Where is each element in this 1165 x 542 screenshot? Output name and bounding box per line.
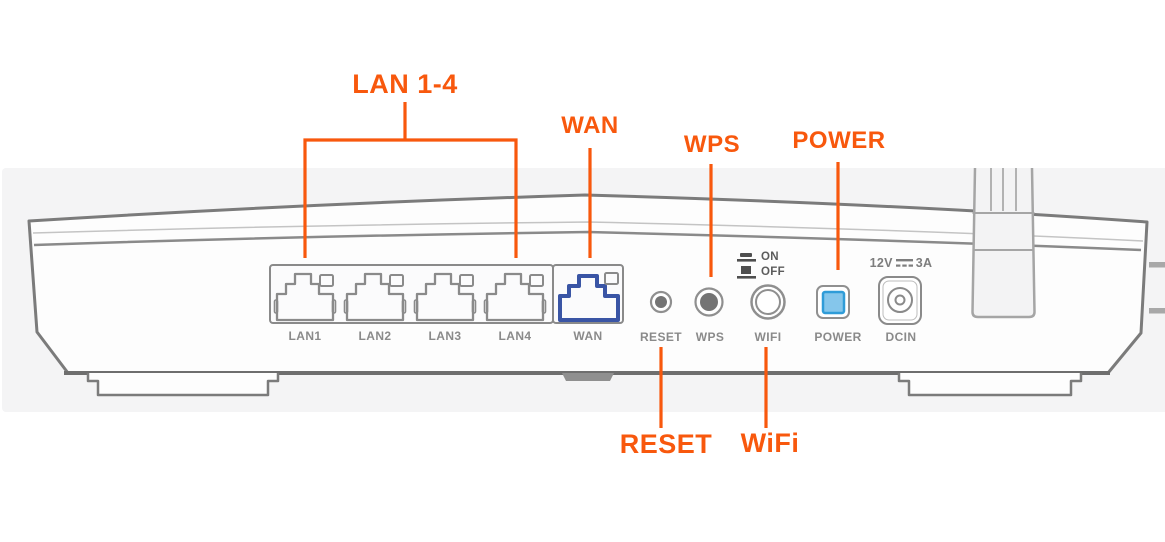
control-label-reset: RESET <box>639 330 683 344</box>
power-button <box>821 290 846 315</box>
lan3-port-icon <box>415 272 475 322</box>
lan3-led-indicator <box>459 274 474 287</box>
dcin-jack-inner-bezel <box>882 280 918 321</box>
port-label-lan1: LAN1 <box>288 329 322 343</box>
lan2-led-indicator <box>389 274 404 287</box>
reset-button-center <box>655 296 667 308</box>
callout-label-lan: LAN 1-4 <box>352 69 458 99</box>
callout-label-wps: WPS <box>683 131 741 158</box>
power-spec-row: 12V 3A <box>860 257 942 270</box>
port-label-lan3: LAN3 <box>428 329 462 343</box>
wifi-switch-on-label: ON <box>761 251 779 263</box>
port-label-lan4: LAN4 <box>498 329 532 343</box>
lan1-latch-left <box>273 299 279 314</box>
dc-symbol-icon <box>895 259 913 267</box>
lan2-latch-right <box>401 299 407 314</box>
dcin-jack-pin <box>894 294 906 306</box>
power-spec-voltage: 12V <box>869 256 893 270</box>
router-left-foot <box>86 373 280 397</box>
side-antenna-bar-lower <box>1149 308 1165 314</box>
wan-led-indicator <box>604 272 619 285</box>
control-label-wifi: WIFI <box>754 330 782 344</box>
control-label-power: POWER <box>814 330 862 344</box>
switch-off-icon <box>737 266 756 279</box>
side-antenna-bar-upper <box>1149 262 1165 268</box>
callout-label-reset: RESET <box>619 429 713 459</box>
wifi-switch-off-label: OFF <box>761 265 785 278</box>
lan4-latch-right <box>541 299 547 314</box>
lan3-latch-right <box>471 299 477 314</box>
control-label-wps: WPS <box>695 330 725 344</box>
wifi-switch-on-row: ON <box>737 251 779 264</box>
lan4-led-indicator <box>529 274 544 287</box>
callout-label-wifi: WiFi <box>740 428 800 458</box>
lan1-latch-right <box>331 299 337 314</box>
callout-label-power: POWER <box>792 127 886 154</box>
lan1-port-icon <box>275 272 335 322</box>
control-label-dcin: DCIN <box>885 330 917 344</box>
lan2-latch-left <box>343 299 349 314</box>
antenna <box>971 167 1036 319</box>
lan3-latch-left <box>413 299 419 314</box>
wps-button-center <box>700 293 718 311</box>
callout-label-wan: WAN <box>561 112 619 139</box>
antenna-segment-lines <box>990 168 1017 211</box>
port-label-wan: WAN <box>573 329 603 343</box>
wifi-button-inner-ring <box>755 289 781 315</box>
port-label-lan2: LAN2 <box>358 329 392 343</box>
switch-on-icon <box>737 253 756 262</box>
lan4-latch-left <box>483 299 489 314</box>
power-spec-current: 3A <box>915 256 933 270</box>
wan-port-icon <box>558 274 620 322</box>
lan1-led-indicator <box>319 274 334 287</box>
router-center-clip <box>562 373 614 381</box>
callout-line-lan-bracket <box>303 138 518 258</box>
wifi-switch-off-row: OFF <box>737 266 785 279</box>
lan2-port-icon <box>345 272 405 322</box>
lan4-port-icon <box>485 272 545 322</box>
router-right-foot <box>897 373 1083 397</box>
